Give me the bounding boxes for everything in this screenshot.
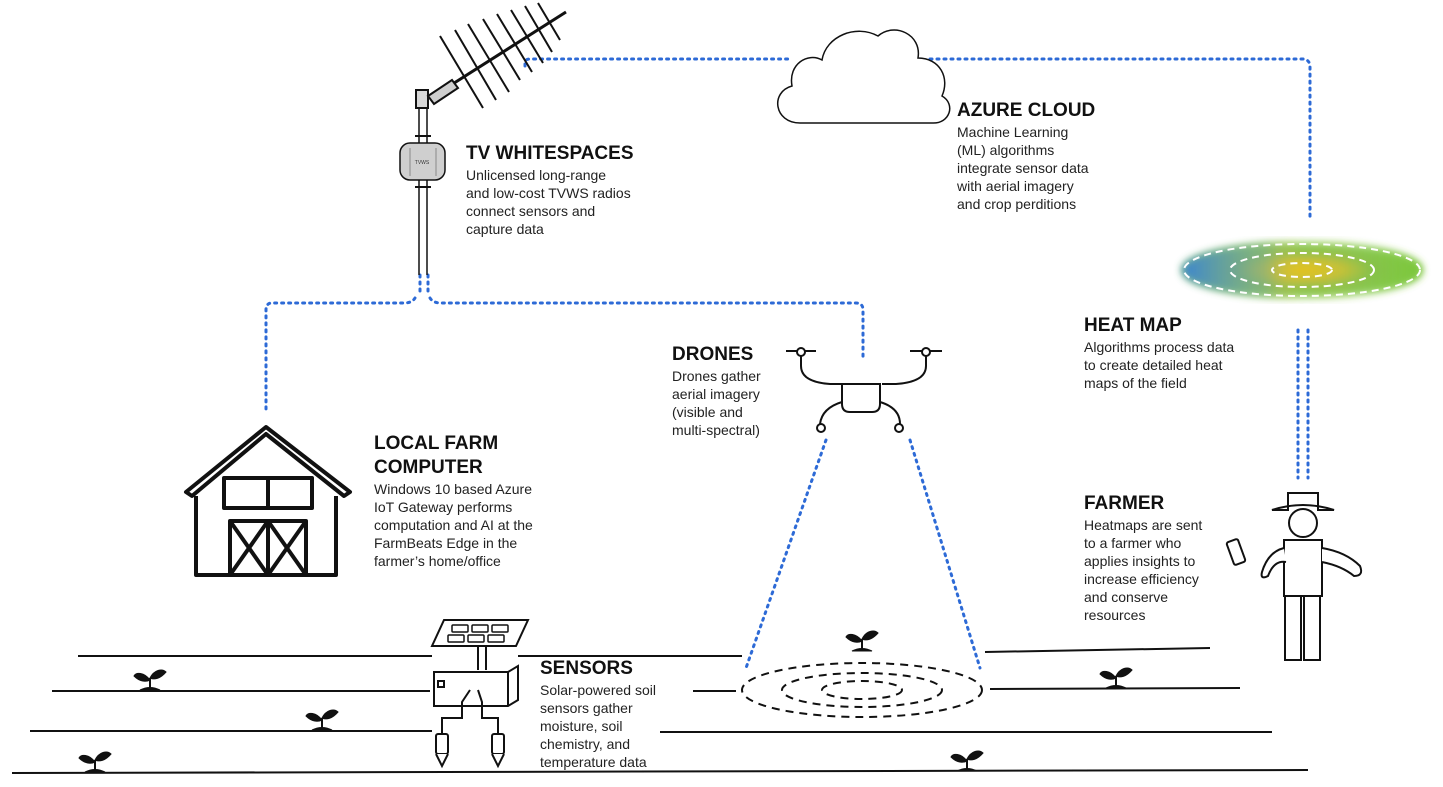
farmer-title: FARMER bbox=[1084, 493, 1165, 514]
farmer-icon bbox=[1225, 492, 1363, 661]
description-line: increase efficiency bbox=[1084, 571, 1199, 587]
network-connectors bbox=[264, 57, 1312, 670]
sensors-description: Solar-powered soil sensors gather moistu… bbox=[540, 681, 656, 771]
sprout-icon bbox=[950, 750, 984, 772]
connector-cloud-to-right bbox=[928, 57, 1312, 220]
drone-beam-left bbox=[744, 438, 828, 670]
description-line: Drones gather bbox=[672, 368, 761, 384]
description-line: multi-spectral) bbox=[672, 422, 760, 438]
field-rows bbox=[11, 647, 1309, 774]
sprouts bbox=[78, 630, 1133, 773]
drone-icon bbox=[786, 347, 942, 433]
title-line: LOCAL FARM bbox=[374, 433, 499, 454]
cloud-icon bbox=[776, 29, 951, 124]
description-line: Unlicensed long-range bbox=[466, 167, 607, 183]
heat-map-icon bbox=[1182, 242, 1422, 298]
description-line: connect sensors and bbox=[466, 203, 596, 219]
connector-to-drone bbox=[428, 296, 865, 360]
description-line: aerial imagery bbox=[672, 386, 760, 402]
barn-icon bbox=[184, 425, 352, 577]
local-farm-computer-block: LOCAL FARM COMPUTER Windows 10 based Azu… bbox=[374, 432, 533, 570]
sprout-icon bbox=[845, 630, 879, 652]
description-line: moisture, soil bbox=[540, 718, 623, 734]
drone-beam-right bbox=[908, 438, 982, 670]
sensors-title: SENSORS bbox=[540, 658, 633, 679]
sensors-block: SENSORS Solar-powered soil sensors gathe… bbox=[540, 657, 656, 771]
description-line: with aerial imagery bbox=[957, 178, 1074, 194]
sprout-icon bbox=[1099, 667, 1133, 689]
farmer-description: Heatmaps are sent to a farmer who applie… bbox=[1084, 516, 1202, 624]
description-line: Algorithms process data bbox=[1084, 339, 1235, 355]
field-row bbox=[984, 647, 1211, 653]
connector-to-barn bbox=[264, 296, 417, 414]
heat-map-block: HEAT MAP Algorithms process data to crea… bbox=[1084, 314, 1234, 392]
heat-map-description: Algorithms process data to create detail… bbox=[1084, 338, 1234, 392]
tv-whitespaces-block: TV WHITESPACES Unlicensed long-range and… bbox=[466, 142, 634, 238]
description-line: IoT Gateway performs bbox=[374, 499, 513, 515]
tv-whitespaces-description: Unlicensed long-range and low-cost TVWS … bbox=[466, 166, 634, 238]
connector-heatmap-to-farmer bbox=[1296, 328, 1310, 480]
description-line: resources bbox=[1084, 607, 1146, 623]
sprout-icon bbox=[305, 709, 339, 731]
drone-scan-target bbox=[741, 662, 983, 718]
description-line: to create detailed heat bbox=[1084, 357, 1223, 373]
description-line: Machine Learning bbox=[957, 124, 1069, 140]
local-farm-computer-description: Windows 10 based Azure IoT Gateway perfo… bbox=[374, 480, 533, 570]
description-line: computation and AI at the bbox=[374, 517, 533, 533]
drones-title: DRONES bbox=[672, 344, 754, 365]
title-line: COMPUTER bbox=[374, 457, 483, 478]
description-line: (ML) algorithms bbox=[957, 142, 1055, 158]
description-line: and crop perditions bbox=[957, 196, 1077, 212]
azure-cloud-block: AZURE CLOUD Machine Learning (ML) algori… bbox=[957, 99, 1095, 213]
description-line: maps of the field bbox=[1084, 375, 1187, 391]
azure-cloud-title: AZURE CLOUD bbox=[957, 100, 1096, 121]
field-row bbox=[11, 769, 1309, 774]
description-line: applies insights to bbox=[1084, 553, 1196, 569]
description-line: farmer’s home/office bbox=[374, 553, 501, 569]
solar-sensor-icon bbox=[430, 619, 530, 769]
description-line: (visible and bbox=[672, 404, 743, 420]
description-line: Windows 10 based Azure bbox=[374, 481, 532, 497]
description-line: to a farmer who bbox=[1084, 535, 1182, 551]
connector-mast-down bbox=[418, 273, 430, 298]
farmer-block: FARMER Heatmaps are sent to a farmer who… bbox=[1084, 492, 1202, 624]
sprout-icon bbox=[133, 669, 167, 691]
description-line: and low-cost TVWS radios bbox=[466, 185, 631, 201]
description-line: integrate sensor data bbox=[957, 160, 1089, 176]
description-line: Heatmaps are sent bbox=[1084, 517, 1203, 533]
tvws-radio-icon: TVWS bbox=[399, 135, 446, 188]
description-line: sensors gather bbox=[540, 700, 633, 716]
drones-block: DRONES Drones gather aerial imagery (vis… bbox=[672, 343, 761, 439]
description-line: Solar-powered soil bbox=[540, 682, 656, 698]
tv-whitespaces-title: TV WHITESPACES bbox=[466, 143, 634, 164]
drones-description: Drones gather aerial imagery (visible an… bbox=[672, 367, 761, 439]
description-line: and conserve bbox=[1084, 589, 1169, 605]
sprout-icon bbox=[78, 751, 112, 773]
radio-label: TVWS bbox=[415, 160, 430, 166]
description-line: temperature data bbox=[540, 754, 647, 770]
description-line: capture data bbox=[466, 221, 544, 237]
heat-map-title: HEAT MAP bbox=[1084, 315, 1182, 336]
local-farm-computer-title: LOCAL FARM COMPUTER bbox=[374, 432, 533, 480]
azure-cloud-description: Machine Learning (ML) algorithms integra… bbox=[957, 123, 1095, 213]
connector-antenna-to-cloud bbox=[523, 57, 792, 68]
description-line: FarmBeats Edge in the bbox=[374, 535, 518, 551]
description-line: chemistry, and bbox=[540, 736, 630, 752]
